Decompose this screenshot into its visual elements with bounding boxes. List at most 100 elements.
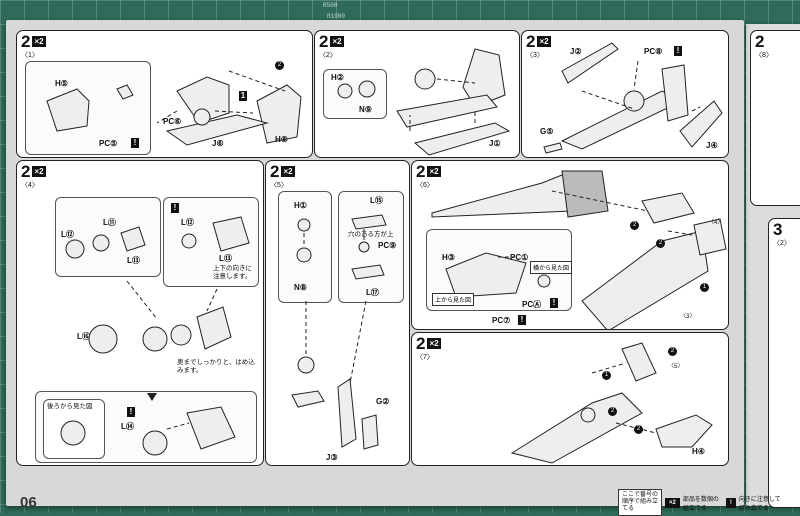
top-view-tag: 上から見た図 <box>432 293 475 306</box>
multiplier-badge: ×2 <box>281 166 295 177</box>
part-label: L⑬ <box>127 256 140 265</box>
step-number: 2 <box>21 162 31 181</box>
legend-mult-text: 部品を数個の組立てる <box>682 496 719 512</box>
panel-step-3-2: 3 〈2〉 <box>768 218 800 508</box>
order-marker: 2 <box>630 221 639 230</box>
step-sub: 〈2〉 <box>319 52 337 59</box>
part-label: H④ <box>692 447 705 456</box>
legend-order-text: ここで番号の順序で組み立てる <box>618 489 662 516</box>
warning-icon: ! <box>674 46 682 56</box>
legend-mult-badge: ×2 <box>665 497 680 508</box>
part-label: H② <box>331 73 344 82</box>
part-label: J⑥ <box>212 139 224 148</box>
part-label: L⑪ <box>103 218 116 227</box>
part-label: L⑫ <box>181 218 194 227</box>
panel-step-2-1: 2×2 〈1〉 H⑤ PC⑥ J⑥ H⑥ PC⑤! 2 1 <box>16 30 313 158</box>
part-label: L⑯ <box>77 332 90 341</box>
ref-label: 〈5〉 <box>668 364 684 370</box>
step-number: 2 <box>21 32 31 51</box>
parts-drawing <box>337 48 511 156</box>
page-number: 06 <box>20 494 37 511</box>
part-label: PC⑨ <box>378 241 397 250</box>
parts-drawing <box>60 216 250 456</box>
panel-step-2-5: 2×2 〈5〉 H① N⑧ L⑮ 穴のある方が上 PC⑨ L⑰ G② J③ <box>265 160 410 466</box>
step-sub: 〈3〉 <box>526 52 544 59</box>
warning-icon: ! <box>127 407 135 417</box>
part-label: PC⑥ <box>163 117 182 126</box>
order-marker: 1 <box>239 91 247 101</box>
step-number: 3 <box>773 220 783 239</box>
step-number: 2 <box>416 334 426 353</box>
rear-view-inset <box>43 399 105 459</box>
part-label: PC① <box>510 253 529 262</box>
part-label: PCⒶ <box>522 300 542 309</box>
order-marker: 2 <box>608 407 617 416</box>
part-label: H① <box>294 201 307 210</box>
order-marker: 2 <box>275 61 284 70</box>
warning-icon: ! <box>171 203 179 213</box>
part-label: PC⑧ <box>644 47 663 56</box>
part-label: G⑤ <box>540 127 554 136</box>
step-sub: 〈8〉 <box>755 52 773 59</box>
step-sub: 〈5〉 <box>270 182 288 189</box>
step-sub: 〈6〉 <box>416 182 434 189</box>
part-label: N⑧ <box>294 283 307 292</box>
rear-view-label: 後ろから見た図 <box>47 403 93 410</box>
part-label: L⑬ <box>219 254 232 263</box>
step-sub: 〈2〉 <box>773 240 791 247</box>
panel-step-2-3: 2×2 〈3〉 J② PC⑧! G⑤ J④ <box>521 30 729 158</box>
orientation-note: 上下の向きに注意します。 <box>213 265 252 280</box>
legend-warning-text: 向きに注意して組み立てる <box>738 496 781 512</box>
ref-label: 〈4〉 <box>708 220 724 226</box>
legend: ここで番号の順序で組み立てる ×2 部品を数個の組立てる ! 向きに注意して組み… <box>618 489 783 516</box>
panel-step-2-7: 2×2 〈7〉 H④ 2 1 2 2 〈5〉 <box>411 332 729 466</box>
multiplier-badge: ×2 <box>427 166 441 177</box>
parts-drawing <box>543 42 723 154</box>
mat-label-top: R500 <box>323 2 338 9</box>
panel-step-2-2: 2×2 〈2〉 H② N⑨ J① <box>314 30 520 158</box>
part-label: L⑭ <box>121 422 134 431</box>
detail-inset <box>323 69 387 119</box>
step-number: 2 <box>270 162 280 181</box>
multiplier-badge: ×2 <box>427 338 441 349</box>
order-marker: 1 <box>602 371 611 380</box>
next-sheet: 2 〈8〉 3 〈2〉 <box>746 24 800 508</box>
step-number: 2 <box>416 162 426 181</box>
step-sub: 〈1〉 <box>21 52 39 59</box>
part-label: G② <box>376 397 390 406</box>
side-view-tag: 横から見た図 <box>530 261 573 274</box>
step-number: 2 <box>526 32 536 51</box>
step-sub: 〈7〉 <box>416 354 434 361</box>
part-label: L⑰ <box>366 288 379 297</box>
hole-note: 穴のある方が上 <box>348 231 394 238</box>
parts-drawing <box>510 342 713 464</box>
warning-icon: ! <box>131 138 139 148</box>
step-arrow-icon <box>147 393 157 401</box>
parts-drawing <box>431 170 727 329</box>
order-marker: 1 <box>700 283 709 292</box>
parts-drawing <box>291 214 387 450</box>
part-label: L⑮ <box>370 196 383 205</box>
multiplier-badge: ×2 <box>330 36 344 47</box>
part-label: H③ <box>442 253 455 262</box>
order-marker: 2 <box>634 425 643 434</box>
instruction-page: 2×2 〈1〉 H⑤ PC⑥ J⑥ H⑥ PC⑤! 2 1 2×2 〈2〉 <box>6 20 781 516</box>
detail-inset <box>338 191 404 303</box>
multiplier-badge: ×2 <box>32 36 46 47</box>
mat-label-mid: R1000 <box>327 13 346 20</box>
step-number: 2 <box>319 32 329 51</box>
part-label: PC⑦ <box>492 316 511 325</box>
part-label: PC⑤ <box>99 139 118 148</box>
step-sub: 〈4〉 <box>21 182 39 189</box>
detail-inset <box>278 191 332 303</box>
warning-icon: ! <box>518 315 526 325</box>
fit-note: 奥までしっかりと、はめ込みます。 <box>177 359 255 374</box>
parts-drawing <box>46 70 302 146</box>
ref-label: 〈3〉 <box>680 314 696 320</box>
legend-warning-icon: ! <box>725 497 736 508</box>
detail-inset <box>55 197 161 277</box>
order-marker: 2 <box>668 347 677 356</box>
multiplier-badge: ×2 <box>32 166 46 177</box>
step-number: 2 <box>755 32 765 51</box>
part-label: H⑤ <box>55 79 68 88</box>
